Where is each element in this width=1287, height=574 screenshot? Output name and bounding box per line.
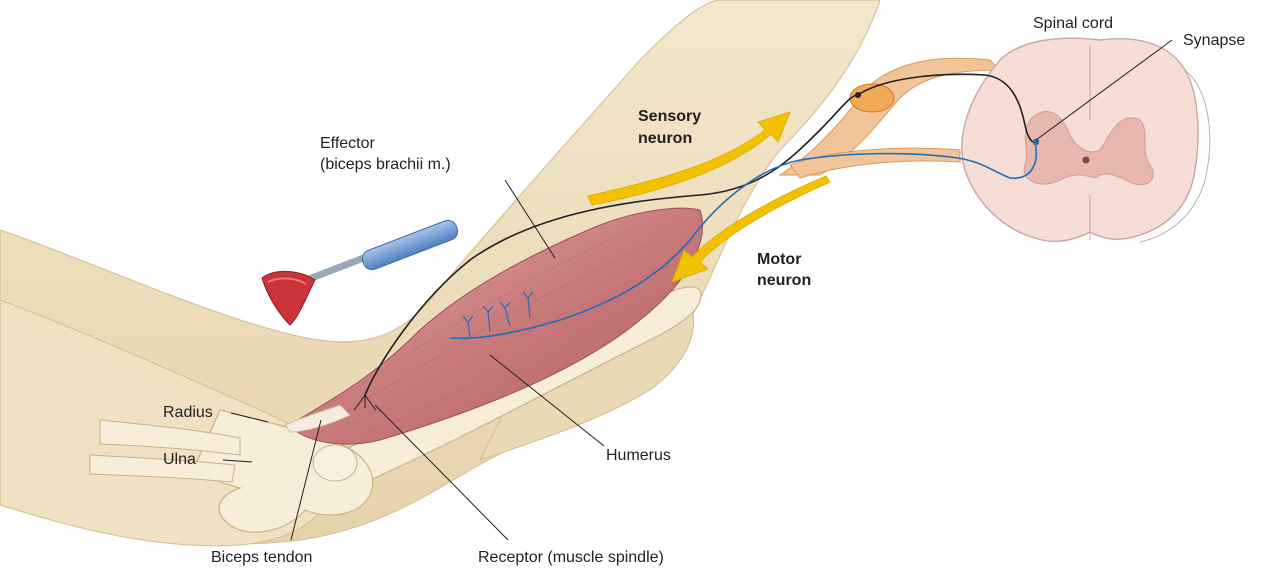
- sensory-neuron-label-line1: Sensory: [638, 107, 701, 127]
- receptor-label: Receptor (muscle spindle): [478, 548, 664, 568]
- motor-neuron-label-line2: neuron: [757, 271, 811, 291]
- sensory-neuron-label-line2: neuron: [638, 129, 692, 149]
- ulna-label: Ulna: [163, 450, 196, 470]
- effector-label-line2: (biceps brachii m.): [320, 155, 451, 175]
- humerus-label: Humerus: [606, 446, 671, 466]
- radius-label: Radius: [163, 403, 213, 423]
- spinal-cord-label: Spinal cord: [1033, 14, 1113, 34]
- biceps-tendon-label: Biceps tendon: [211, 548, 312, 568]
- spinal-cord-section: [962, 38, 1210, 242]
- motor-neuron-label-line1: Motor: [757, 250, 801, 270]
- effector-label-line1: Effector: [320, 134, 375, 154]
- synapse-label: Synapse: [1183, 31, 1245, 51]
